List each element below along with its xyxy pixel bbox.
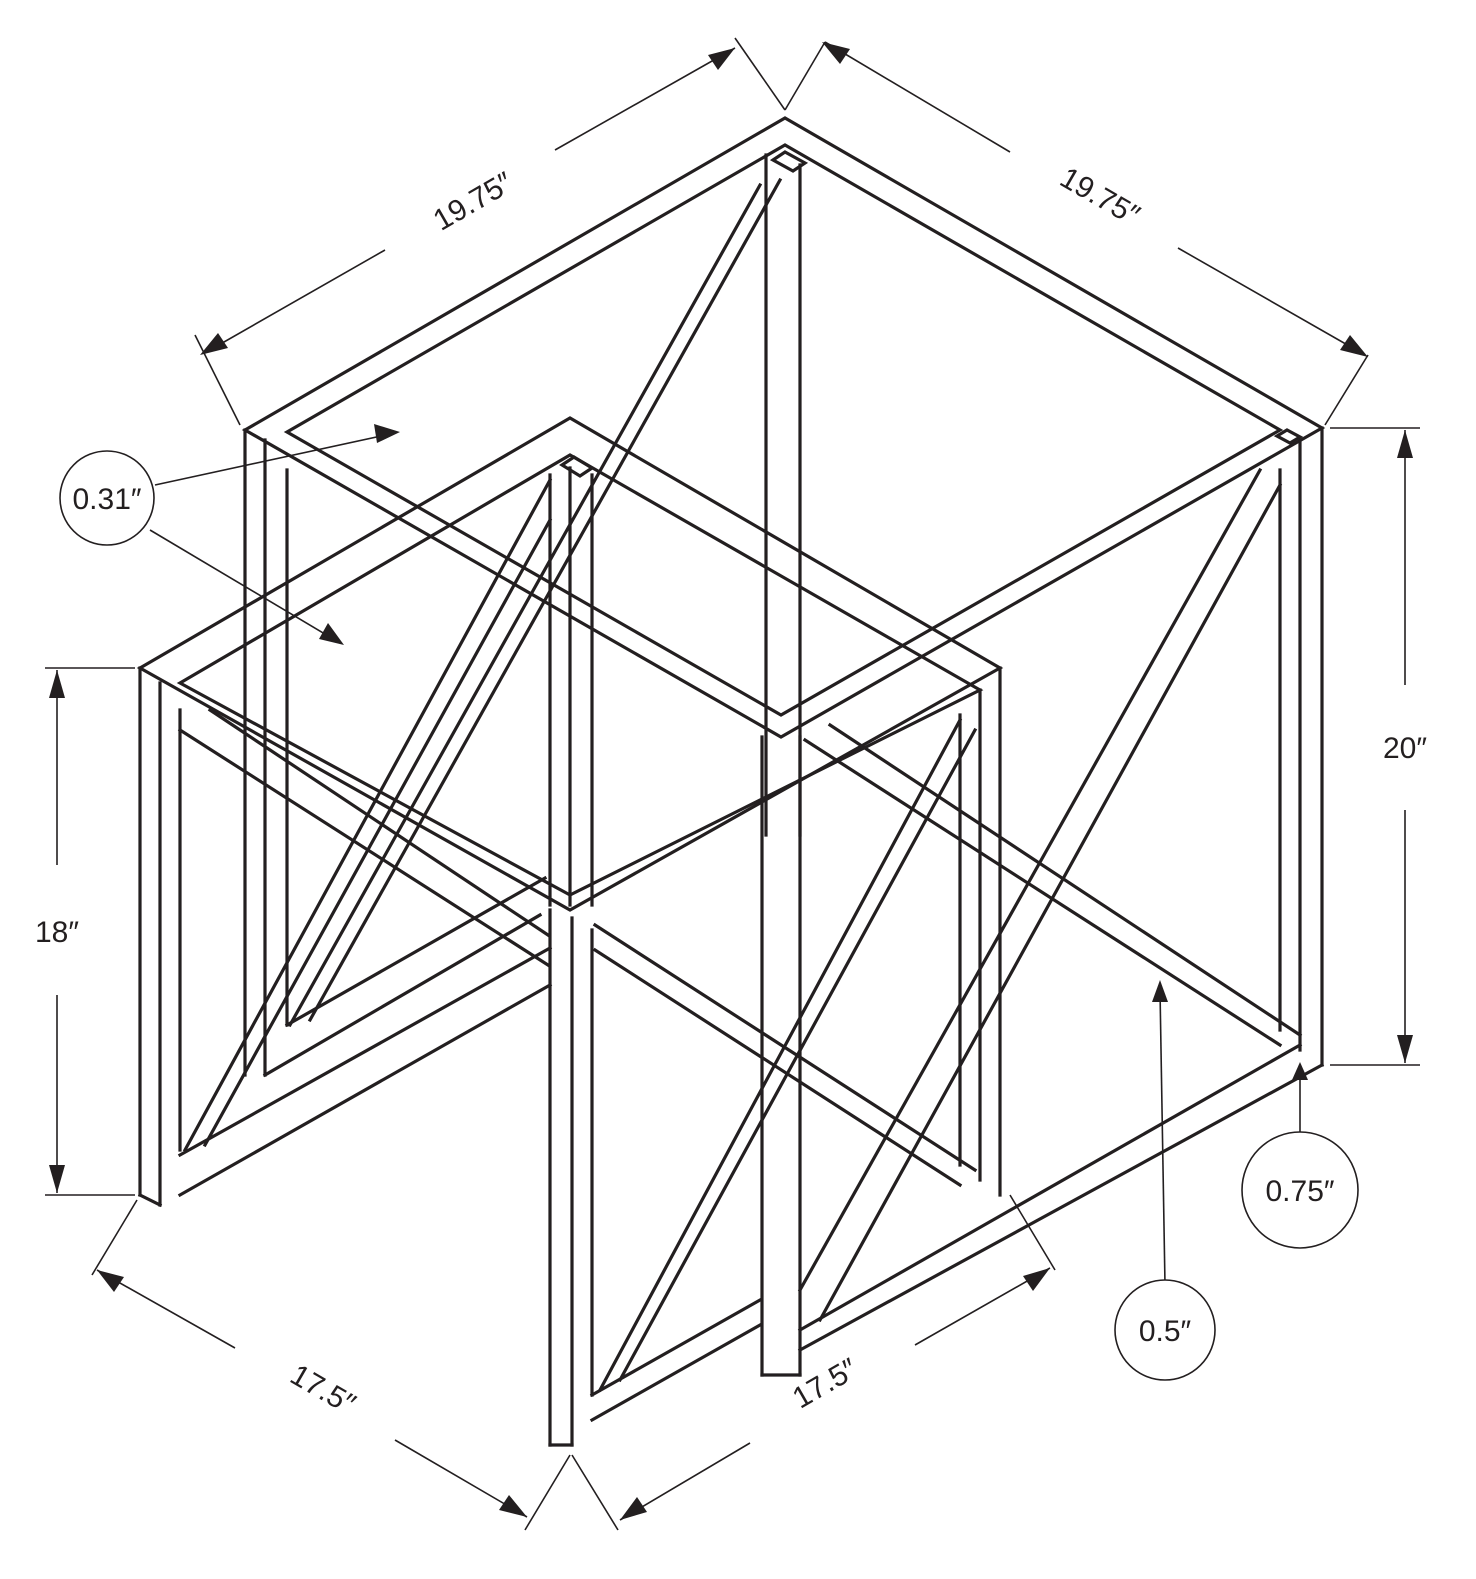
callout-leg-size — [1241, 1131, 1359, 1249]
large-table-height-label: 20″ — [1383, 732, 1427, 765]
small-table-top-inner — [176, 453, 984, 897]
arrowhead — [499, 1495, 527, 1517]
arrowhead — [1397, 430, 1413, 458]
brace-size-label: 0.5″ — [1139, 1315, 1192, 1348]
small-table-width-left-label: 17.5″ — [285, 1358, 362, 1421]
arrowhead — [319, 623, 344, 645]
arrowhead — [822, 42, 850, 64]
arrowhead — [49, 670, 65, 698]
large-table-top-inner — [283, 143, 1284, 717]
small-table-height-label: 18″ — [35, 916, 79, 949]
arrowhead — [97, 1270, 124, 1292]
top-thickness-label: 0.31″ — [72, 483, 141, 516]
dimension-lines — [45, 37, 1420, 1531]
callout-top-thickness — [59, 450, 155, 546]
arrowhead — [200, 333, 228, 355]
top-connector-tab — [559, 455, 595, 478]
callout-brace-size — [1114, 1279, 1216, 1381]
large-table-top-outer — [241, 116, 1326, 739]
arrowhead — [1397, 1035, 1413, 1063]
large-table-right-bottom-rail — [797, 1042, 1303, 1333]
arrowhead — [620, 1497, 647, 1520]
arrowhead — [1023, 1268, 1050, 1291]
arrowhead — [374, 424, 400, 443]
arrowhead — [1152, 980, 1168, 1002]
arrowhead — [708, 48, 735, 70]
arrowhead — [49, 1165, 65, 1193]
large-table-width-right-label: 19.75″ — [1054, 161, 1145, 233]
top-connector-tab — [1273, 428, 1304, 445]
small-table-frame — [136, 416, 1004, 1447]
arrowhead — [1292, 1062, 1308, 1080]
arrowhead — [1340, 335, 1368, 357]
large-table-right-x-brace — [817, 482, 1283, 1323]
large-table-left-x-brace — [287, 182, 763, 1028]
leg-size-label: 0.75″ — [1265, 1175, 1334, 1208]
callout-leaders — [149, 424, 1308, 1286]
top-connector-tab — [769, 150, 809, 173]
large-table-width-left-label: 19.75″ — [428, 166, 519, 238]
